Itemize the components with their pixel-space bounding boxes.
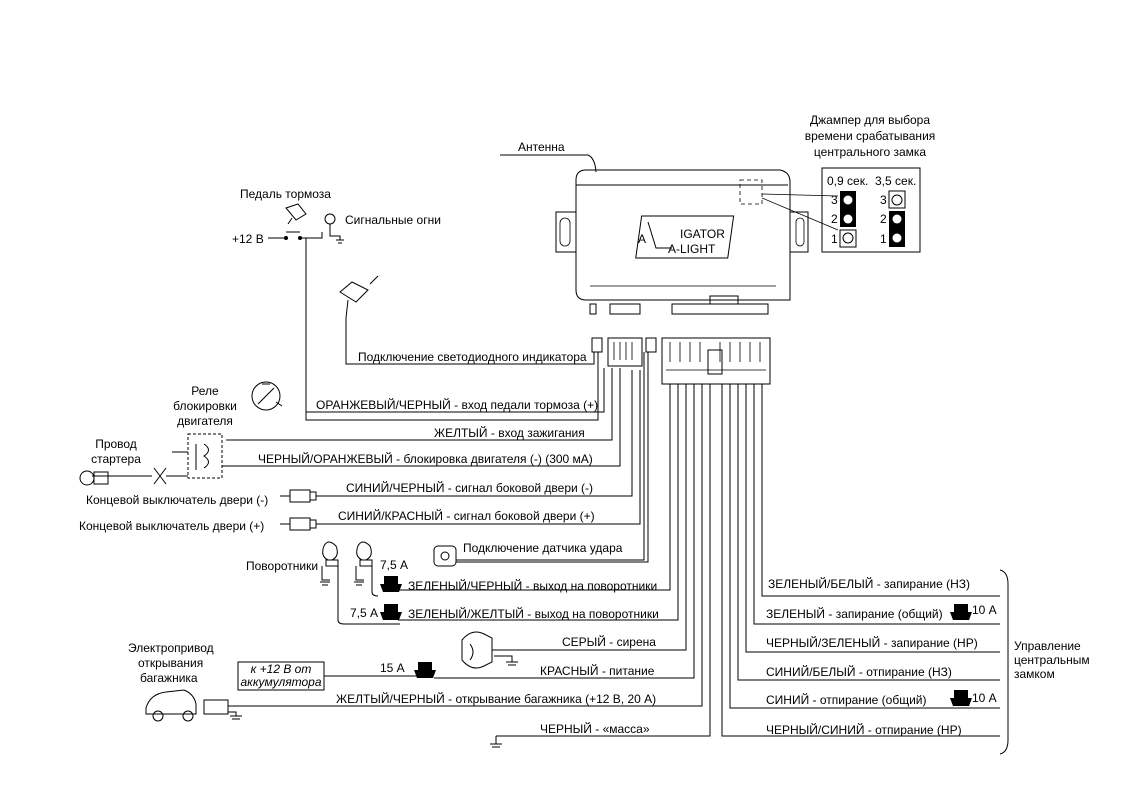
trunk-title-3: багажника [140, 671, 198, 685]
right-wires: ЗЕЛЕНЫЙ/БЕЛЫЙ - запирание (НЗ) ЗЕЛЕНЫЙ -… [721, 384, 1090, 755]
fuse-10-a: 10 А [972, 603, 997, 617]
battery-line-1: к +12 В от [251, 662, 312, 676]
wire-brake-label: ОРАНЖЕВЫЙ/ЧЕРНЫЙ - вход педали тормоза (… [316, 397, 598, 412]
fuse-75-b: 7,5 А [350, 606, 378, 620]
trunk-title-1: Электропривод [128, 641, 214, 655]
siren-power-trunk: СЕРЫЙ - сирена Электропривод открывания … [128, 384, 711, 748]
door-switches: Концевой выключатель двери (-) Концевой … [79, 370, 641, 533]
wire-trunk-label: ЖЕЛТЫЙ/ЧЕРНЫЙ - открывание багажника (+1… [336, 691, 656, 706]
wire-siren-label: СЕРЫЙ - сирена [562, 634, 656, 649]
door-plus-label: Концевой выключатель двери (+) [79, 519, 264, 533]
pin-label-2b: 2 [880, 212, 887, 226]
shock-sensor-label: Подключение датчика удара [463, 541, 623, 555]
pin-label-3b: 3 [880, 193, 887, 207]
wire-lock-common-label: ЗЕЛЕНЫЙ - запирание (общий) [766, 606, 943, 621]
wire-lock-no-label: ЧЕРНЫЙ/ЗЕЛЕНЫЙ - запирание (НР) [766, 635, 978, 650]
logo-bottom: A-LIGHT [668, 242, 716, 256]
logo-letter: A [638, 232, 646, 246]
plus12-label: +12 В [232, 232, 264, 246]
jumper-block: Джампер для выбора времени срабатывания … [761, 113, 936, 253]
central-lock-1: Управление [1014, 639, 1081, 653]
wire-lock-nc-label: ЗЕЛЕНЫЙ/БЕЛЫЙ - запирание (НЗ) [768, 576, 970, 591]
fuse-10-b: 10 А [972, 691, 997, 705]
wire-door-minus-label: СИНИЙ/ЧЕРНЫЙ - сигнал боковой двери (-) [346, 480, 593, 495]
wire-door-plus-label: СИНИЙ/КРАСНЫЙ - сигнал боковой двери (+) [338, 508, 595, 523]
pin-label-1a: 1 [831, 232, 838, 246]
jumper-title-2: времени срабатывания [805, 129, 936, 143]
starter-label-1: Провод [95, 437, 137, 451]
led-label: Подключение светодиодного индикатора [358, 350, 587, 364]
relay-title-2: блокировки [173, 399, 237, 413]
antenna-label: Антенна [518, 140, 565, 154]
shock-sensor: Подключение датчика удара [433, 352, 649, 567]
jumper-opt2: 3,5 сек. [875, 174, 916, 188]
fuse-15: 15 А [380, 661, 405, 675]
brake-section: Педаль тормоза +12 В Сигнальные огни Под… [232, 187, 599, 421]
trunk-title-2: открывания [138, 656, 203, 670]
brake-pedal-label: Педаль тормоза [240, 187, 331, 201]
signal-lights-label: Сигнальные огни [345, 213, 441, 227]
starter-label-2: стартера [91, 452, 141, 466]
wire-turn1-label: ЗЕЛЕНЫЙ/ЧЕРНЫЙ - выход на поворотники [408, 578, 657, 593]
turn-signals: Поворотники 7,5 А ЗЕЛЕНЫЙ/ЧЕРНЫЙ - выход… [246, 384, 679, 625]
pin-label-1b: 1 [880, 232, 887, 246]
alarm-unit: Антенна A IGATOR A-LIGHT [500, 140, 809, 315]
wire-unlock-nc-label: СИНИЙ/БЕЛЫЙ - отпирание (НЗ) [766, 664, 952, 679]
jumper-opt1: 0,9 сек. [827, 174, 868, 188]
fuse-75-a: 7,5 А [380, 558, 408, 572]
pin-label-3a: 3 [831, 193, 838, 207]
jumper-title-1: Джампер для выбора [810, 113, 930, 127]
door-minus-label: Концевой выключатель двери (-) [86, 493, 268, 507]
left-wires: ОРАНЖЕВЫЙ/ЧЕРНЫЙ - вход педали тормоза (… [222, 368, 621, 523]
antenna-wire [500, 154, 597, 173]
pin-label-2a: 2 [831, 212, 838, 226]
central-lock-3: замком [1014, 667, 1055, 681]
wire-unlock-no-label: ЧЕРНЫЙ/СИНИЙ - отпирание (НР) [766, 722, 962, 737]
wire-unlock-common-label: СИНИЙ - отпирание (общий) [766, 692, 926, 707]
central-lock-2: центральным [1014, 653, 1090, 667]
wire-ground-label: ЧЕРНЫЙ - «масса» [540, 721, 650, 736]
relay-section: Реле блокировки двигателя Провод стартер… [79, 384, 237, 486]
wire-immobilizer-label: ЧЕРНЫЙ/ОРАНЖЕВЫЙ - блокировка двигателя … [258, 451, 593, 466]
jumper-title-3: центрального замка [814, 145, 926, 159]
relay-title-3: двигателя [177, 414, 233, 428]
relay-title-1: Реле [191, 384, 219, 398]
wire-ignition-label: ЖЕЛТЫЙ - вход зажигания [434, 425, 585, 440]
logo-top: IGATOR [680, 227, 725, 241]
connectors [591, 337, 771, 385]
battery-line-2: аккумулятора [240, 675, 321, 689]
wire-power-label: КРАСНЫЙ - питание [540, 663, 655, 678]
turn-signals-label: Поворотники [246, 559, 318, 573]
wire-turn2-label: ЗЕЛЕНЫЙ/ЖЕЛТЫЙ - выход на поворотники [408, 606, 659, 621]
